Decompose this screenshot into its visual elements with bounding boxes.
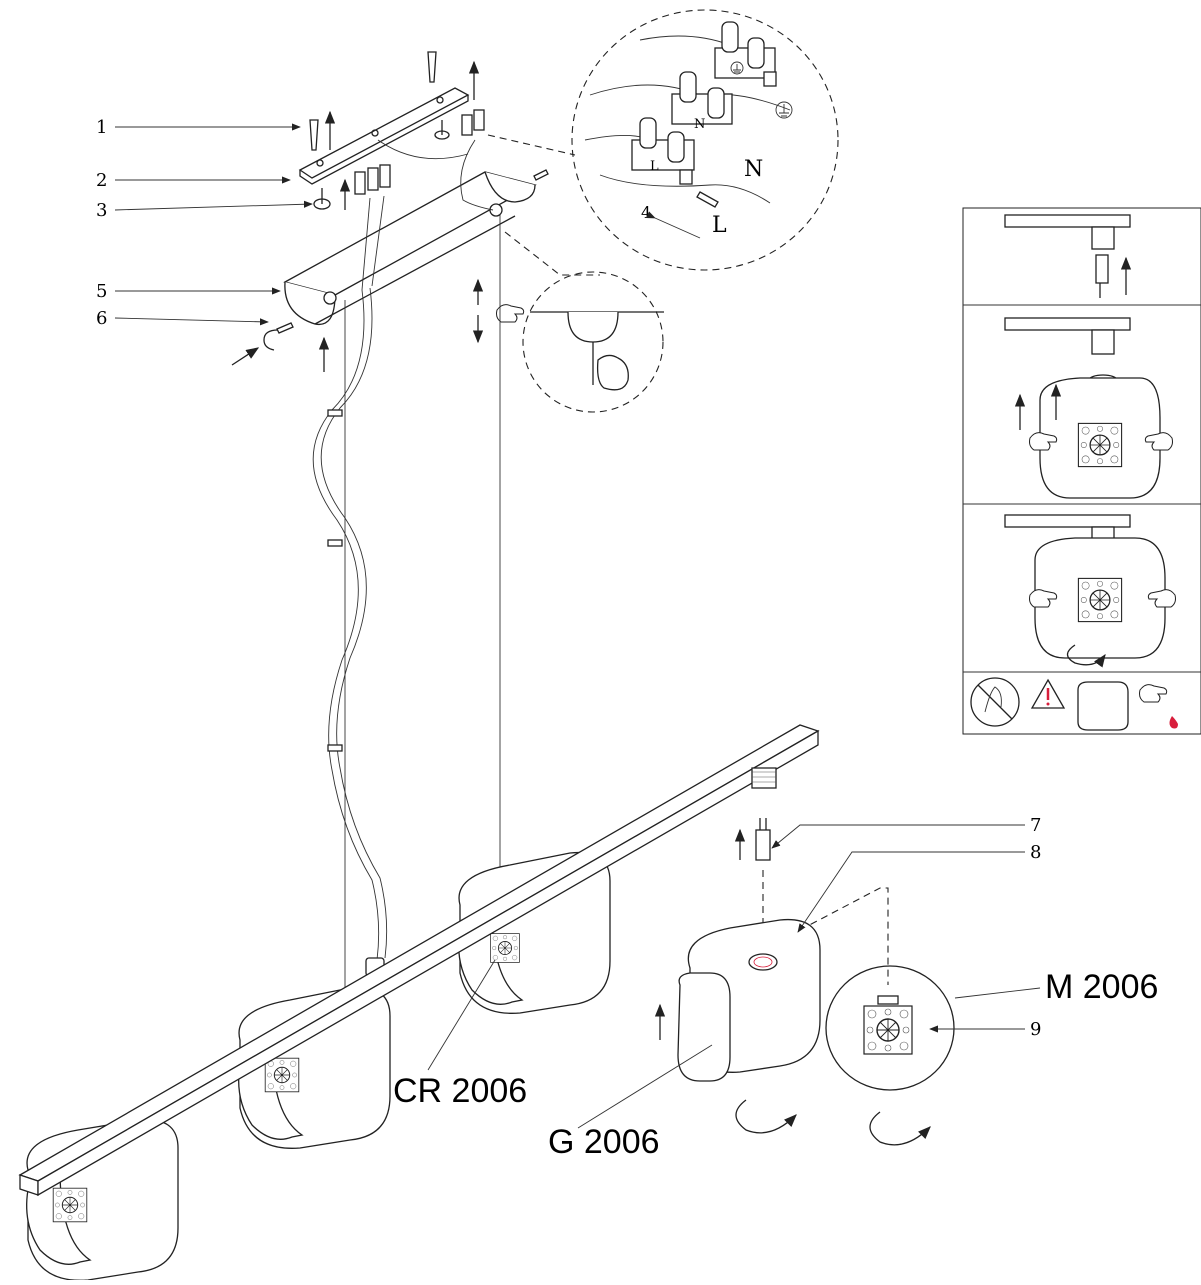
wire-label-live: L [712, 213, 727, 238]
drop-icon [1169, 716, 1178, 729]
part-number-1: 1 [96, 117, 107, 138]
part-number-5: 5 [96, 281, 107, 302]
part-number-2: 2 [96, 170, 107, 191]
connector-block-icon [631, 21, 777, 185]
suspension-cables [312, 214, 501, 990]
cable-adjust-detail [472, 231, 664, 413]
earth-symbol-icon [730, 61, 793, 119]
wire-label-neutral: N [744, 157, 763, 182]
wiring-detail: N L N L 4 [487, 9, 839, 271]
instruction-step-3 [1004, 514, 1176, 668]
instruction-step-1 [1004, 214, 1132, 298]
model-label-crystal: CR 2006 [393, 1072, 527, 1110]
connector-block-icon [354, 109, 485, 195]
part-number-3: 3 [96, 200, 107, 221]
warning-triangle-icon [1030, 678, 1066, 709]
instruction-step-2 [1004, 317, 1173, 499]
bulb-pin [755, 818, 771, 861]
rotate-arrow-icon [1066, 644, 1106, 668]
part-number-8: 8 [1030, 842, 1041, 863]
glass-shade-icon [1077, 681, 1129, 731]
crystal-cube-icon [52, 1187, 88, 1223]
glass-shade [677, 918, 821, 1082]
ceiling-bracket [298, 87, 470, 185]
arrow-icon [231, 347, 260, 366]
crystal-cube-icon [490, 933, 520, 963]
part-number-6: 6 [96, 308, 107, 329]
crystal-cube-icon [863, 1005, 913, 1055]
part-number-4: 4 [641, 203, 651, 222]
no-touch-icon [970, 677, 1020, 727]
part-number-7: 7 [1030, 815, 1041, 836]
circlip-icon [263, 329, 279, 351]
model-label-glass: G 2006 [548, 1123, 660, 1161]
instruction-panel [962, 207, 1201, 735]
light-bar [18, 724, 820, 1197]
lamp-socket [751, 767, 777, 789]
model-label-metal: M 2006 [1045, 968, 1158, 1006]
terminal-label-live: L [650, 159, 659, 174]
terminal-label-neutral: N [694, 117, 705, 132]
wall-anchor-icon [309, 51, 437, 151]
rotate-arrow-icon [735, 1099, 931, 1146]
screw-icon [276, 120, 549, 334]
metal-cube-detail [825, 965, 955, 1091]
hand-icon [496, 304, 525, 323]
crystal-cube-icon [264, 1057, 300, 1093]
part-number-9: 9 [1030, 1019, 1041, 1040]
instruction-warnings [970, 677, 1178, 731]
canopy [283, 139, 537, 326]
